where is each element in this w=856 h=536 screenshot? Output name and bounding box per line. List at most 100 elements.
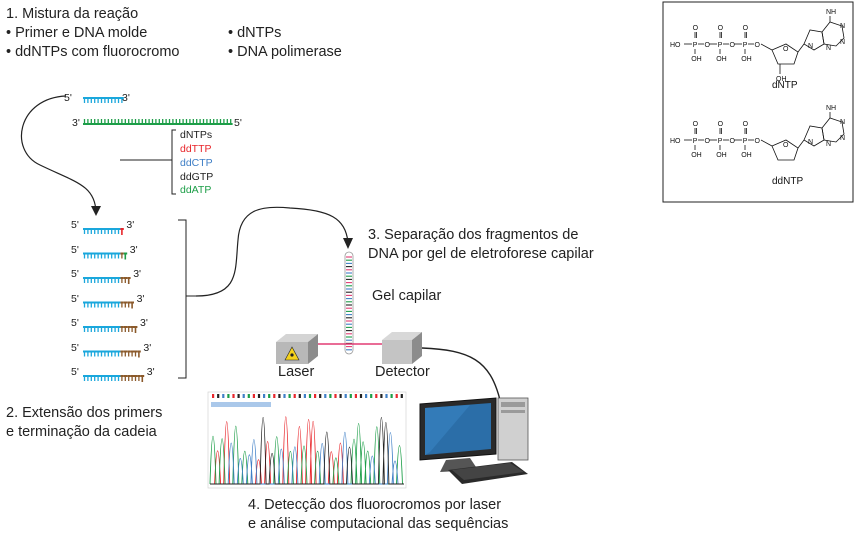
chem-oh: OH: [691, 56, 702, 63]
base-call-mark: [354, 394, 357, 398]
primer-3-label: 3': [122, 92, 130, 104]
fragment-3-label: 3': [146, 366, 155, 378]
fragments-group: [83, 228, 145, 382]
base-call-mark: [293, 394, 296, 398]
fragment-5-label: 5': [71, 366, 79, 378]
arrowhead-fragments: [91, 206, 101, 216]
mix-bracket: [120, 129, 176, 195]
base-call-mark: [303, 394, 306, 398]
chem-3oh: OH: [776, 76, 787, 83]
mix-ddgtp: ddGTP: [180, 171, 214, 183]
chem-p: P: [718, 42, 723, 49]
step1-item-primer: • Primer e DNA molde: [6, 25, 148, 41]
chem-oh: OH: [741, 152, 752, 159]
fragment-strand: [83, 326, 138, 333]
step4-line2: e análise computacional das sequências: [248, 516, 509, 532]
chem-n: N: [840, 39, 845, 46]
mix-ddctp: ddCTP: [180, 157, 213, 169]
chem-oh: OH: [716, 152, 727, 159]
fragment-strand: [83, 252, 128, 260]
fragment-5-label: 5': [71, 317, 79, 329]
chem-o-double: O: [693, 25, 699, 32]
base-call-mark: [329, 394, 332, 398]
step1-item-dntps: • dNTPs: [228, 25, 282, 41]
primer-comb: [83, 97, 124, 103]
primer-5-label: 5': [64, 92, 72, 104]
chem-ring-o: O: [783, 142, 789, 149]
fragment-strand: [83, 228, 124, 235]
base-call-mark: [257, 394, 261, 398]
template-5-label: 5': [234, 117, 242, 129]
fragment-primer-part: [83, 277, 121, 283]
base-call-mark: [339, 394, 342, 398]
chem-p: P: [693, 42, 698, 49]
fragment-5-label: 5': [71, 219, 79, 231]
chem-o: O: [730, 138, 736, 145]
chem-p: P: [743, 42, 748, 49]
arrowhead-gel: [343, 238, 353, 249]
fragment-5-label: 5': [71, 268, 79, 280]
base-call-mark: [314, 394, 317, 398]
base-call-mark: [288, 394, 291, 398]
base-call-mark: [268, 394, 271, 398]
fragment-3-label: 3': [143, 341, 152, 354]
base-call-mark: [308, 394, 312, 398]
structure-label: dNTP: [772, 80, 798, 91]
base-call-mark: [349, 394, 352, 398]
fragment-primer-part: [83, 228, 121, 234]
step1-item-polymerase: • DNA polimerase: [228, 44, 342, 60]
chem-o: O: [705, 138, 711, 145]
base-call-mark: [237, 394, 240, 398]
chem-n: N: [826, 141, 831, 148]
template-3-label: 3': [72, 117, 80, 129]
computer-icon: [419, 397, 529, 484]
electropherogram: [207, 391, 407, 489]
base-call-mark: [359, 394, 363, 398]
step2-line2: e terminação da cadeia: [6, 424, 157, 440]
fragment-primer-part: [83, 252, 121, 259]
base-call-mark: [227, 394, 230, 398]
chem-o-double: O: [743, 25, 749, 32]
fragment-primer-part: [83, 326, 121, 332]
fragment-3-label: 3': [126, 219, 135, 231]
base-call-mark: [298, 394, 301, 398]
chem-o: O: [755, 138, 761, 145]
chem-o-double: O: [743, 121, 749, 128]
chem-o-double: O: [693, 121, 699, 128]
chem-ring-o: O: [783, 46, 789, 53]
mix-dntps: dNTPs: [180, 129, 213, 141]
base-call-mark: [242, 394, 245, 398]
chem-ho: HO: [670, 138, 681, 145]
fragment-3-label: 3': [140, 317, 148, 329]
base-call-mark: [212, 394, 215, 398]
fragment-primer-part: [83, 301, 121, 308]
template-strand: [83, 119, 233, 125]
fragments-bracket: [178, 219, 196, 379]
base-call-mark: [370, 394, 373, 398]
chem-oh: OH: [691, 152, 702, 159]
curve-arrow-to-gel: [195, 206, 349, 297]
base-call-mark: [375, 394, 378, 398]
base-call-mark: [217, 394, 220, 398]
step1-item-ddntps: • ddNTPs com fluorocromo: [6, 44, 180, 60]
chem-n: N: [808, 43, 813, 50]
trace-channel: [210, 416, 404, 485]
step3-line2: DNA por gel de eletroforese capilar: [368, 246, 594, 262]
fragment-primer-part: [83, 375, 121, 381]
trace-channel: [210, 431, 404, 485]
curve-arrow-to-fragments: [20, 95, 97, 213]
chem-n: N: [840, 23, 845, 30]
base-call-mark: [278, 394, 281, 398]
mix-ddttp: ddTTP: [180, 143, 212, 155]
chem-n: N: [826, 45, 831, 52]
fragment-strand: [83, 277, 131, 284]
base-call-mark: [222, 394, 225, 398]
step4-line1: 4. Detecção dos fluorocromos por laser: [248, 497, 502, 513]
base-call-mark: [252, 394, 255, 398]
chem-o-double: O: [718, 25, 724, 32]
base-call-mark: [232, 394, 235, 398]
mix-ddatp: ddATP: [180, 184, 212, 196]
step3-line1: 3. Separação dos fragmentos de: [368, 227, 579, 243]
